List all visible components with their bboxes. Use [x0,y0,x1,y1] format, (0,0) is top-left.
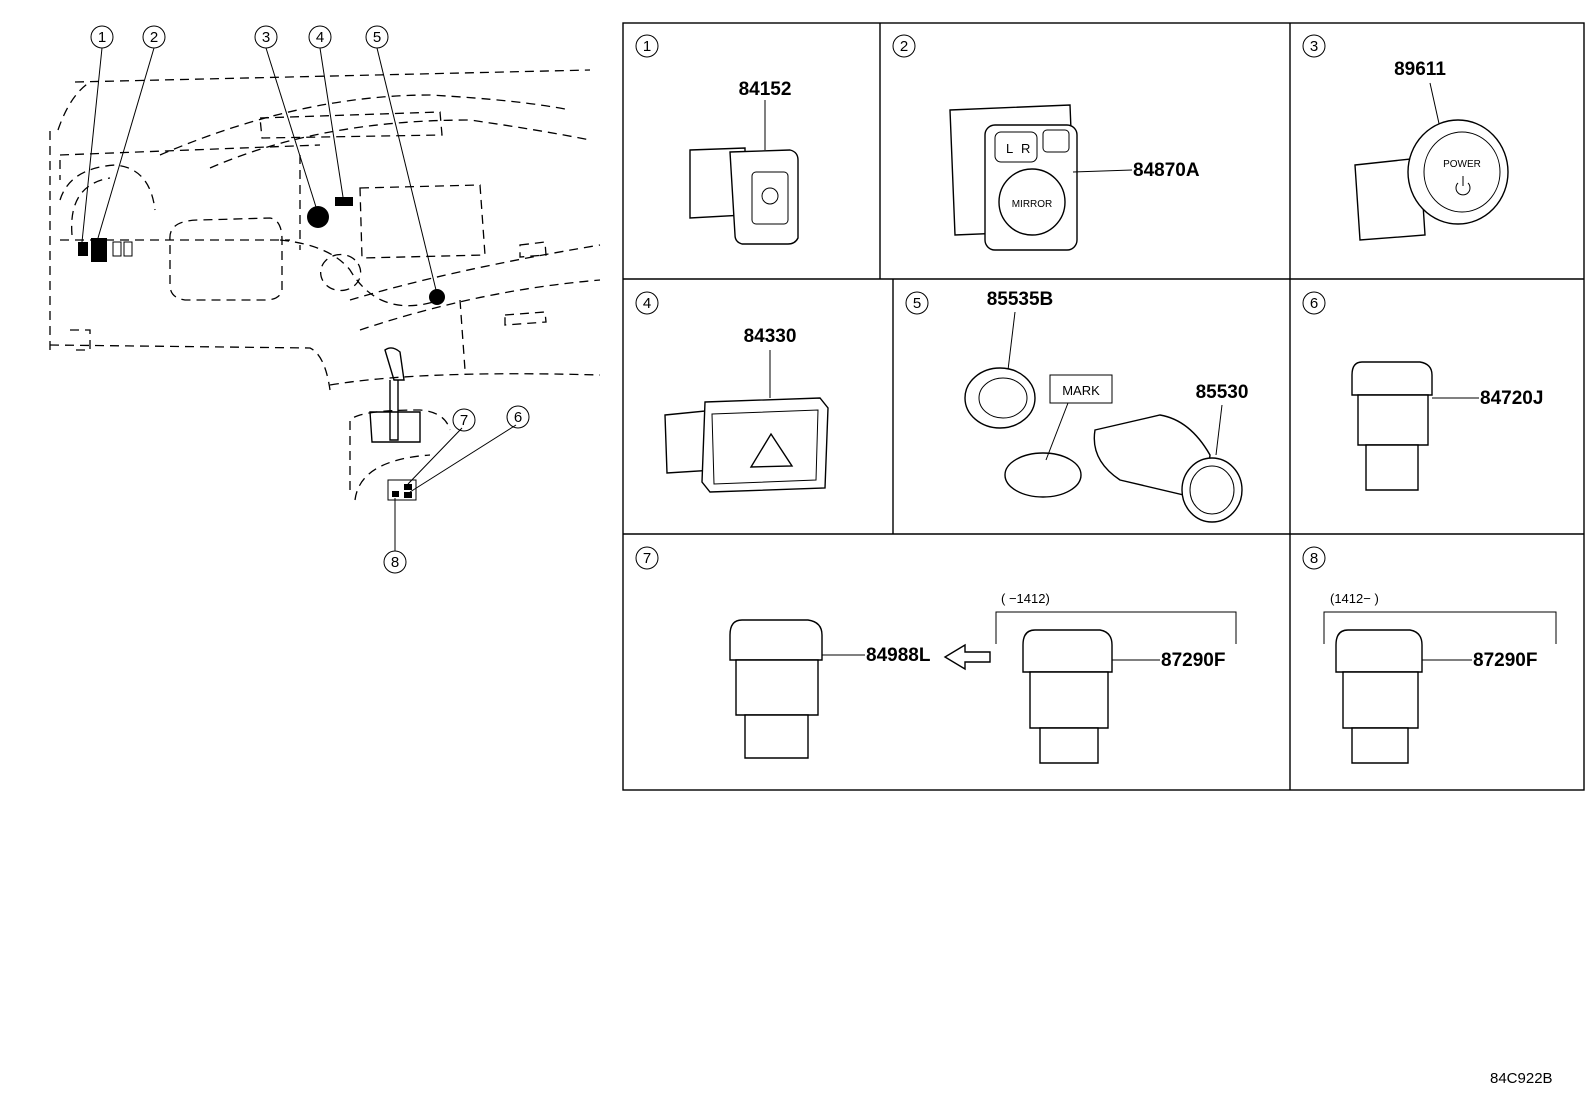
date-range: (1412− ) [1330,591,1379,606]
part-number: 84988L [866,645,931,666]
cell-5: 5 85535B MARK 85530 [905,289,1249,523]
svg-text:3: 3 [262,29,270,46]
callout-3: 3 [254,25,278,49]
hazard-switch-marker [335,197,353,206]
svg-text:2: 2 [900,38,908,55]
svg-text:1: 1 [643,38,651,55]
svg-text:8: 8 [1310,550,1318,567]
callout-1: 1 [90,25,114,49]
start-button-drawing: POWER [1354,119,1509,241]
cell-1: 1 84152 [635,34,799,245]
svg-text:5: 5 [373,29,381,46]
callout-7: 7 [452,408,476,432]
switch-84720j-drawing [1351,361,1433,491]
svg-text:4: 4 [316,29,324,46]
date-range: ( −1412) [1001,591,1050,606]
cell-7: 7 84988L ( −1412) 87290F [635,546,1237,764]
svg-text:1: 1 [98,29,106,46]
part-number: 84870A [1133,160,1200,181]
svg-text:4: 4 [643,295,651,312]
hazard-triangle-icon [749,432,794,468]
socket-cover-drawing [964,367,1082,498]
replaced-by-arrow-icon [943,643,991,671]
callout-5: 5 [365,25,389,49]
svg-text:3: 3 [1310,38,1318,55]
power-symbol-icon [1455,176,1471,196]
switch-87290f-drawing [1022,629,1113,764]
part-number: 85535B [987,289,1054,310]
part-number: 89611 [1394,59,1446,80]
svg-text:6: 6 [514,409,522,426]
part-number: 87290F [1473,650,1537,671]
switch-1-marker [78,242,88,256]
power-outlet-marker [429,289,445,305]
svg-text:R: R [1021,141,1030,156]
cell-8: 8 (1412− ) 87290F [1302,546,1557,764]
svg-text:2: 2 [150,29,158,46]
callout-8: 8 [383,550,407,574]
svg-text:5: 5 [913,295,921,312]
part-number: 84720J [1480,388,1543,409]
svg-text:MARK: MARK [1062,383,1100,398]
part-number: 85530 [1196,382,1249,403]
part-number: 87290F [1161,650,1225,671]
svg-text:6: 6 [1310,295,1318,312]
start-button-marker [307,206,329,228]
svg-text:POWER: POWER [1443,159,1481,170]
hazard-switch-drawing [664,397,829,493]
parts-grid [622,22,1585,791]
power-outlet-drawing [1093,414,1243,523]
cell-4: 4 84330 [635,291,829,493]
document-code: 84C922B [1490,1070,1553,1087]
svg-text:7: 7 [460,412,468,429]
switch-84988l-drawing [729,619,823,759]
callout-6: 6 [506,405,530,429]
switch-2-marker [91,238,107,262]
svg-text:7: 7 [643,550,651,567]
svg-text:L: L [1006,141,1013,156]
dashboard-overview: 1 2 3 4 5 6 7 8 [49,25,601,574]
part-number: 84330 [744,326,797,347]
cell-6: 6 84720J [1302,291,1543,491]
svg-text:8: 8 [391,554,399,571]
mirror-switch-drawing: L R MIRROR [949,104,1078,251]
callout-2: 2 [142,25,166,49]
switch-84152-drawing [689,147,799,245]
cell-2: 2 L R MIRROR 84870A [892,34,1200,251]
callout-4: 4 [308,25,332,49]
svg-text:MIRROR: MIRROR [1012,199,1053,210]
part-number: 84152 [739,79,792,100]
switch-87290f-drawing [1335,629,1423,764]
cell-3: 3 89611 POWER [1302,34,1509,241]
